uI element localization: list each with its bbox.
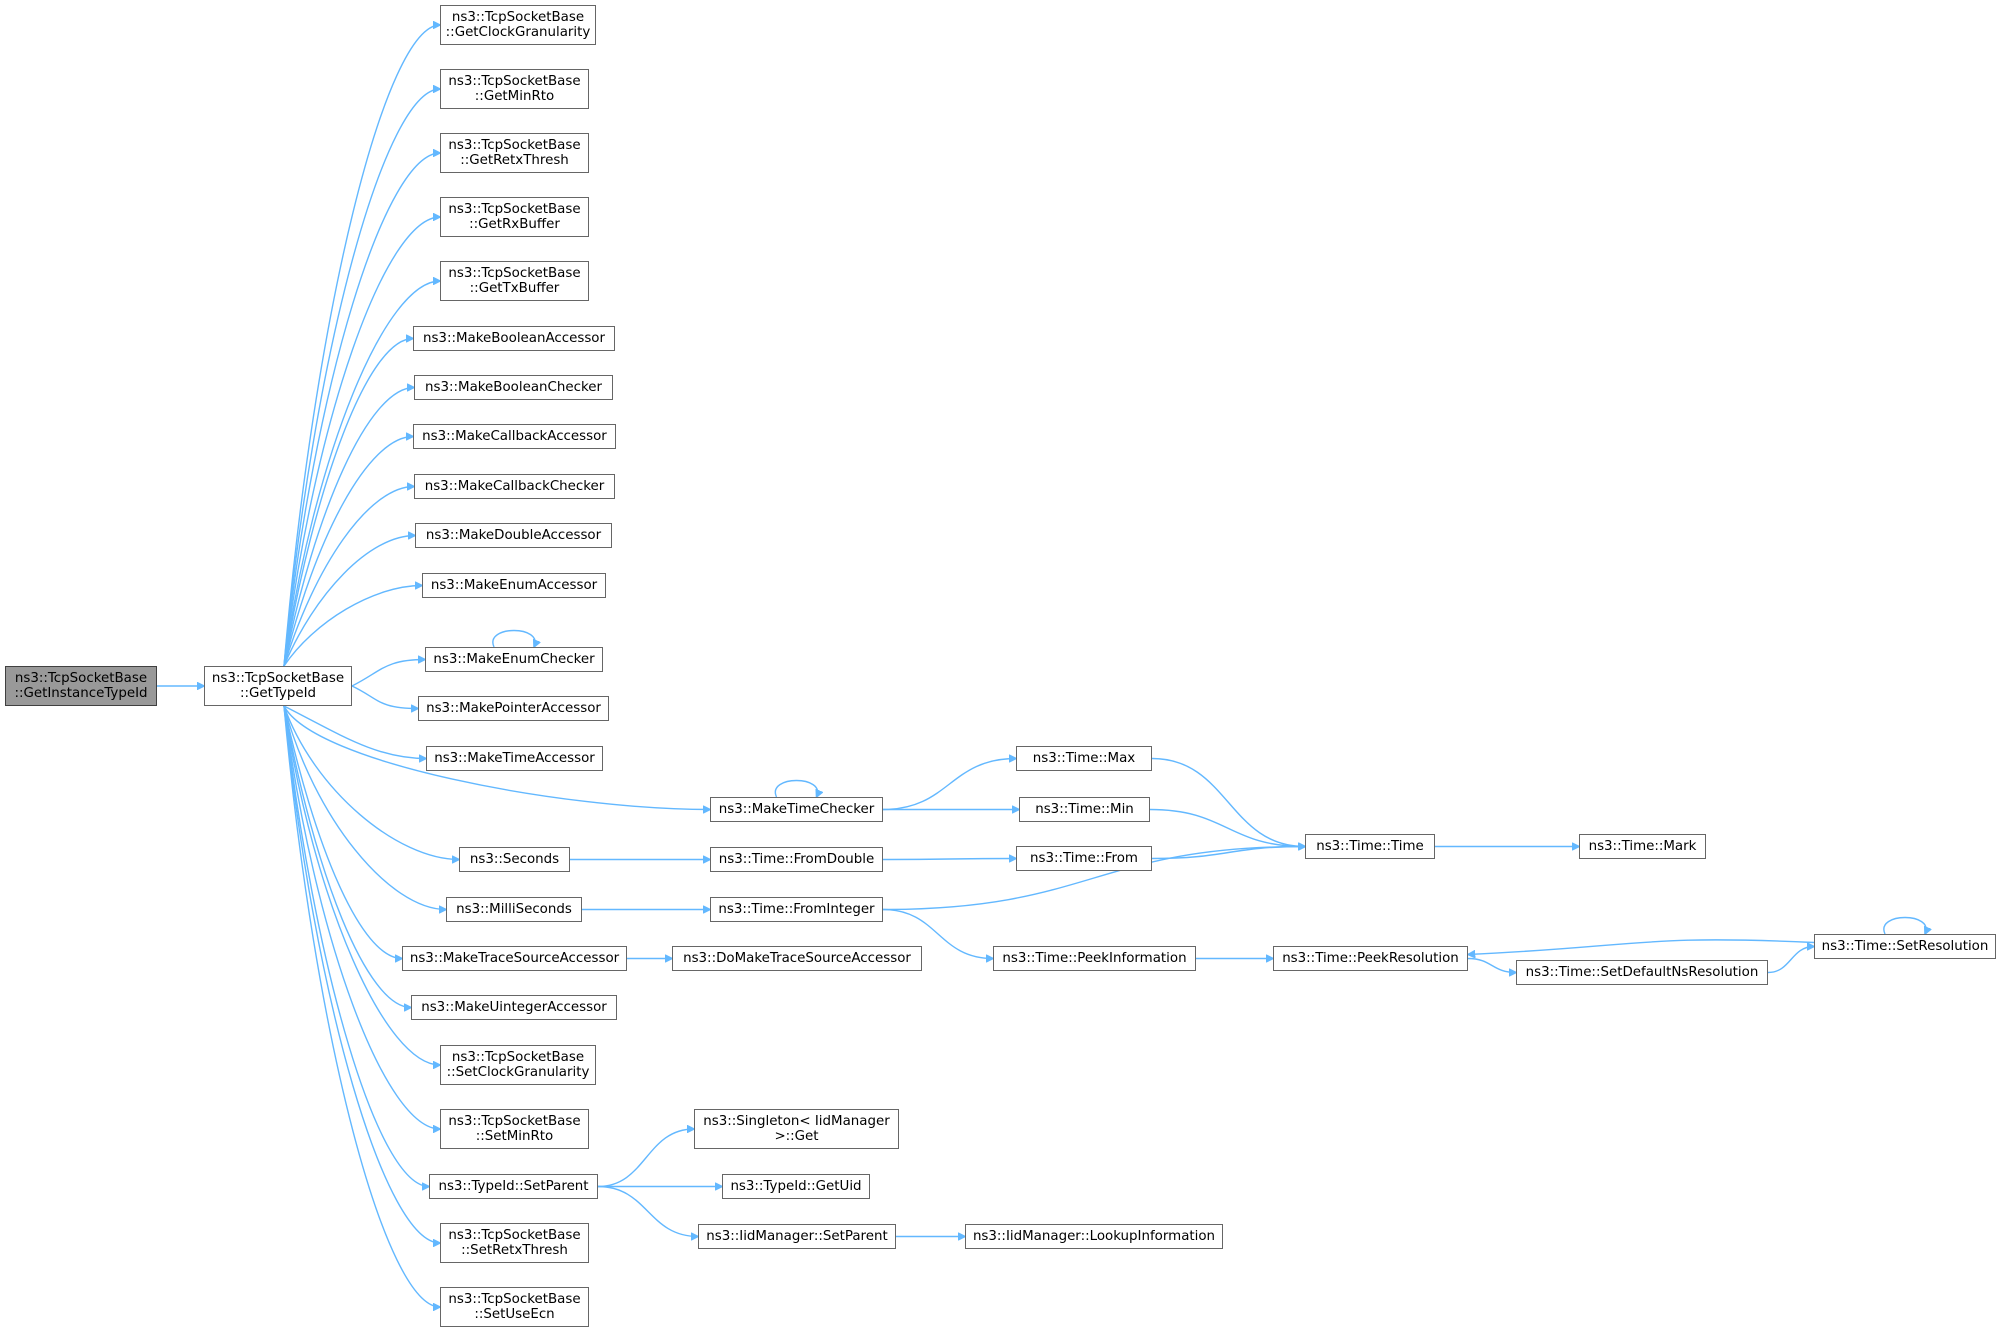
node-time-peekinformation[interactable]: ns3::Time::PeekInformation: [993, 946, 1196, 971]
edge-timemin-timetime: [1149, 808, 1305, 847]
edge-fromint-peekinfo: [882, 908, 993, 959]
node-makeuintegeraccessor[interactable]: ns3::MakeUintegerAccessor: [411, 995, 617, 1020]
edge-gettypeid-setminrto: [283, 705, 440, 1129]
node-tcpsocketbase-gettypeid[interactable]: ns3::TcpSocketBase::GetTypeId: [204, 666, 352, 706]
node-typeid-getuid[interactable]: ns3::TypeId::GetUid: [722, 1174, 870, 1199]
node-tcpsocketbase-setretxthresh[interactable]: ns3::TcpSocketBase::SetRetxThresh: [440, 1223, 589, 1263]
edge-gettypeid-mktraceacc: [283, 705, 402, 959]
node-time-fromdouble[interactable]: ns3::Time::FromDouble: [710, 847, 883, 872]
edge-gettypeid-setparent: [283, 705, 429, 1187]
node-tcpsocketbase-getinstancetypeid: ns3::TcpSocketBase::GetInstanceTypeId: [5, 666, 157, 706]
edge-timemax-timetime: [1151, 757, 1305, 847]
edge-gettypeid-mkenumacc: [283, 586, 422, 667]
node-singleton-iidmanager-get[interactable]: ns3::Singleton< IidManager>::Get: [694, 1109, 899, 1149]
edge-setres-peekres: [1468, 939, 1815, 955]
edge-gettypeid-mkptracc: [351, 685, 418, 709]
node-time-time[interactable]: ns3::Time::Time: [1305, 834, 1435, 859]
node-maketimeaccessor[interactable]: ns3::MakeTimeAccessor: [426, 746, 603, 771]
edge-mktimechk-timemax: [882, 759, 1016, 811]
edge-gettypeid-mkcbacc: [283, 437, 413, 667]
edge-self-mktimechk: [774, 779, 817, 798]
edge-gettypeid-mkcbchk: [283, 487, 414, 667]
edge-gettypeid-setclockgran: [283, 705, 440, 1065]
node-tcpsocketbase-getrxbuffer[interactable]: ns3::TcpSocketBase::GetRxBuffer: [440, 197, 589, 237]
edge-gettypeid-getrxbuf: [283, 217, 440, 667]
edge-self-setres: [1883, 916, 1926, 935]
node-tcpsocketbase-getretxthresh[interactable]: ns3::TcpSocketBase::GetRetxThresh: [440, 133, 589, 173]
edge-gettypeid-mkenumchk: [351, 660, 425, 687]
edge-fromint-timetime: [882, 847, 1305, 911]
edge-gettypeid-mkdblacc: [283, 536, 415, 667]
node-makeenumchecker[interactable]: ns3::MakeEnumChecker: [425, 647, 603, 672]
node-makeenumaccessor[interactable]: ns3::MakeEnumAccessor: [422, 573, 606, 598]
edge-gettypeid-mkuintacc: [283, 705, 411, 1008]
node-time-max[interactable]: ns3::Time::Max: [1016, 746, 1152, 771]
edge-gettypeid-mkboolacc: [283, 339, 413, 667]
node-tcpsocketbase-setminrto[interactable]: ns3::TcpSocketBase::SetMinRto: [440, 1109, 589, 1149]
edge-gettypeid-getminrto: [283, 89, 440, 667]
node-maketimechecker[interactable]: ns3::MakeTimeChecker: [710, 797, 883, 822]
node-time-from[interactable]: ns3::Time::From: [1016, 846, 1152, 871]
node-time-setdefaultnsresolution[interactable]: ns3::Time::SetDefaultNsResolution: [1516, 960, 1768, 985]
node-tcpsocketbase-getclockgranularity[interactable]: ns3::TcpSocketBase::GetClockGranularity: [440, 5, 596, 45]
node-makedoubleaccessor[interactable]: ns3::MakeDoubleAccessor: [415, 523, 612, 548]
edge-gettypeid-getclockgran: [283, 25, 440, 667]
node-tcpsocketbase-getminrto[interactable]: ns3::TcpSocketBase::GetMinRto: [440, 69, 589, 109]
node-tcpsocketbase-setclockgranularity[interactable]: ns3::TcpSocketBase::SetClockGranularity: [440, 1045, 596, 1085]
edge-gettypeid-setuseecn: [283, 705, 440, 1307]
edge-setparent-singleton: [597, 1129, 694, 1188]
edge-gettypeid-mktimechk: [283, 705, 710, 810]
node-milliseconds[interactable]: ns3::MilliSeconds: [446, 897, 582, 922]
node-tcpsocketbase-gettxbuffer[interactable]: ns3::TcpSocketBase::GetTxBuffer: [440, 261, 589, 301]
node-maketracesourceaccessor[interactable]: ns3::MakeTraceSourceAccessor: [402, 946, 627, 971]
edge-timefrom-timetime: [1151, 847, 1305, 860]
edge-gettypeid-gettxbuf: [283, 281, 440, 667]
node-time-peekresolution[interactable]: ns3::Time::PeekResolution: [1273, 946, 1468, 971]
node-iidmanager-lookupinformation[interactable]: ns3::IidManager::LookupInformation: [965, 1224, 1223, 1249]
edge-peekres-setdefres: [1467, 957, 1516, 973]
edge-gettypeid-getretx: [283, 153, 440, 667]
edge-setparent-iidsetparent: [597, 1185, 698, 1237]
node-seconds[interactable]: ns3::Seconds: [459, 847, 570, 872]
node-makecallbackaccessor[interactable]: ns3::MakeCallbackAccessor: [413, 424, 616, 449]
edge-setdefres-setres: [1767, 947, 1814, 974]
node-makebooleanchecker[interactable]: ns3::MakeBooleanChecker: [414, 375, 613, 400]
edge-fromdouble-timefrom: [882, 859, 1016, 860]
node-time-mark[interactable]: ns3::Time::Mark: [1579, 834, 1706, 859]
node-tcpsocketbase-setuseecn[interactable]: ns3::TcpSocketBase::SetUseEcn: [440, 1287, 589, 1327]
edge-gettypeid-mkboolchk: [283, 388, 414, 667]
edge-gettypeid-mktimeacc: [283, 705, 426, 759]
edge-gettypeid-setretx: [283, 705, 440, 1243]
node-time-min[interactable]: ns3::Time::Min: [1019, 797, 1150, 822]
edge-gettypeid-millis: [283, 705, 446, 910]
node-makecallbackchecker[interactable]: ns3::MakeCallbackChecker: [414, 474, 615, 499]
node-time-frominteger[interactable]: ns3::Time::FromInteger: [710, 897, 883, 922]
node-domaketracesourceaccessor[interactable]: ns3::DoMakeTraceSourceAccessor: [672, 946, 922, 971]
node-makebooleanaccessor[interactable]: ns3::MakeBooleanAccessor: [413, 326, 615, 351]
edge-gettypeid-seconds: [283, 705, 459, 860]
node-makepointeraccessor[interactable]: ns3::MakePointerAccessor: [418, 696, 609, 721]
node-typeid-setparent[interactable]: ns3::TypeId::SetParent: [429, 1174, 598, 1199]
node-time-setresolution[interactable]: ns3::Time::SetResolution: [1814, 934, 1996, 959]
edge-self-mkenumchk: [492, 629, 535, 648]
node-iidmanager-setparent[interactable]: ns3::IidManager::SetParent: [698, 1224, 896, 1249]
